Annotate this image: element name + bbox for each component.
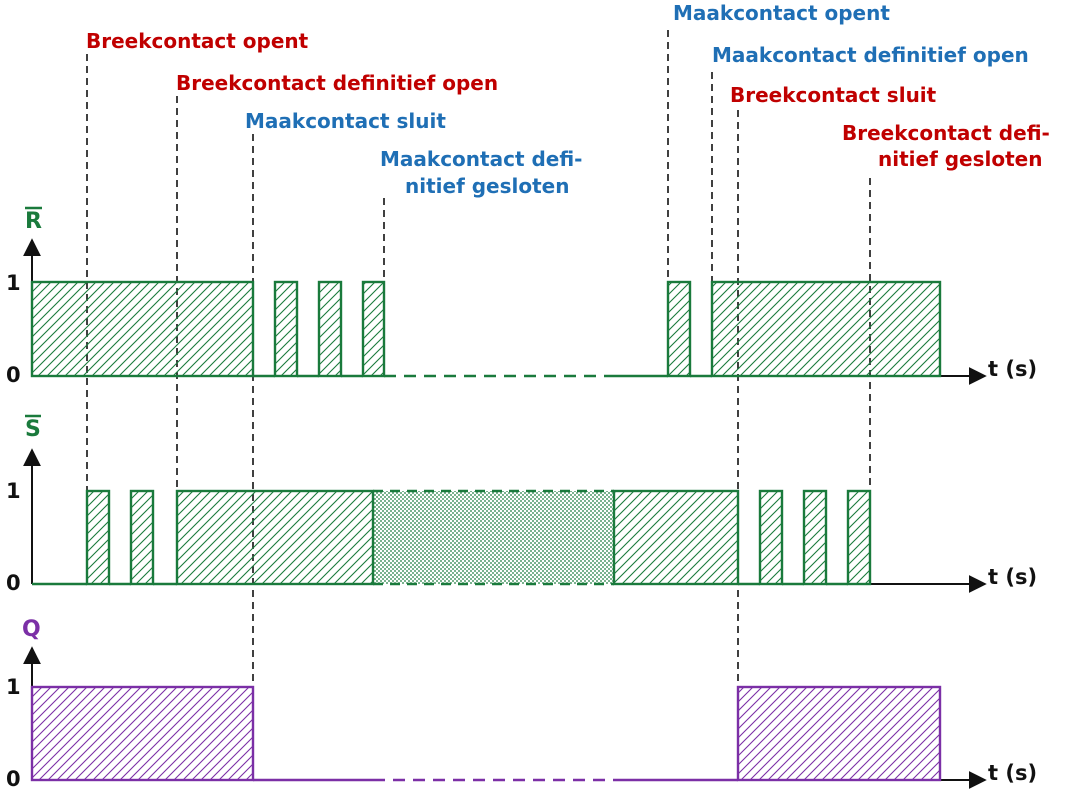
r-level-high: 1 (6, 271, 21, 295)
s-dotted-region (373, 491, 614, 584)
annotation-maakcontact-definitief-open: Maakcontact definitief open (712, 43, 1029, 67)
r-signal-name: R (25, 209, 42, 234)
s-signal-name: S (25, 417, 41, 442)
annotation-maakcontact-opent: Maakcontact opent (673, 1, 890, 25)
q-time-axis-label: t (s) (988, 761, 1037, 785)
s-pulse (612, 489, 740, 586)
annotation-breekcontact-definitief-open: Breekcontact definitief open (176, 71, 498, 95)
annotation-breekcontact-sluit: Breekcontact sluit (730, 83, 937, 107)
s-time-axis-label: t (s) (988, 565, 1037, 589)
annotation-maakcontact-definitief-gesloten: Maakcontact defi- nitief gesloten (380, 147, 589, 198)
annotation-maakcontact-sluit: Maakcontact sluit (245, 109, 446, 133)
q-level-low: 0 (6, 767, 21, 791)
r-pulse (666, 280, 692, 378)
s-level-low: 0 (6, 571, 21, 595)
signal-r-panel: R 1 0 t (s) (6, 206, 1037, 387)
signal-q-panel: Q 1 0 t (s) (6, 617, 1037, 791)
s-pulse (802, 489, 828, 586)
s-pulse (129, 489, 155, 586)
signal-s-panel: S 1 0 t (s) (6, 414, 1037, 595)
s-pulse (758, 489, 784, 586)
r-pulse (30, 280, 255, 378)
r-pulse (361, 280, 386, 378)
r-pulse (317, 280, 343, 378)
r-pulse (273, 280, 299, 378)
r-time-axis-label: t (s) (988, 357, 1037, 381)
s-pulse (175, 489, 375, 586)
r-pulse (710, 280, 942, 378)
q-pulse (30, 685, 255, 782)
s-pulse (85, 489, 111, 586)
s-pulse (846, 489, 872, 586)
r-level-low: 0 (6, 363, 21, 387)
annotation-breekcontact-definitief-gesloten: Breekcontact defi- nitief gesloten (842, 121, 1057, 171)
q-signal-name: Q (22, 617, 41, 642)
s-level-high: 1 (6, 479, 21, 503)
q-level-high: 1 (6, 675, 21, 699)
q-pulse (736, 685, 942, 782)
annotation-breekcontact-opent: Breekcontact opent (86, 29, 309, 53)
